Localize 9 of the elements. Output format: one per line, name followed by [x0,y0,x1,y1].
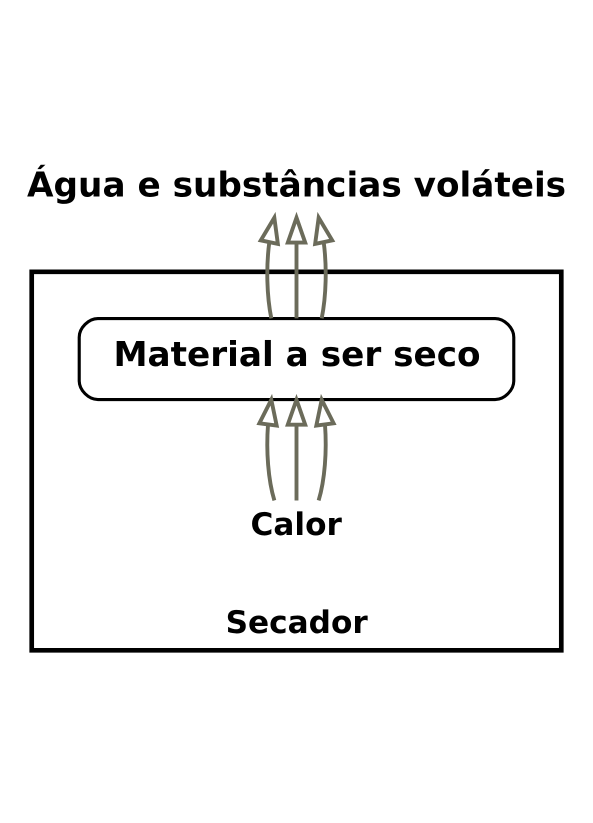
node-box: Material a ser seco [78,316,516,401]
arrow [312,211,336,318]
arrow [258,211,280,318]
arrow [256,393,280,500]
arrow [314,393,337,500]
node-text: Calor [250,506,342,543]
arrow [285,393,308,500]
node-text: Água e substâncias voláteis [27,164,566,205]
arrow [285,211,308,318]
